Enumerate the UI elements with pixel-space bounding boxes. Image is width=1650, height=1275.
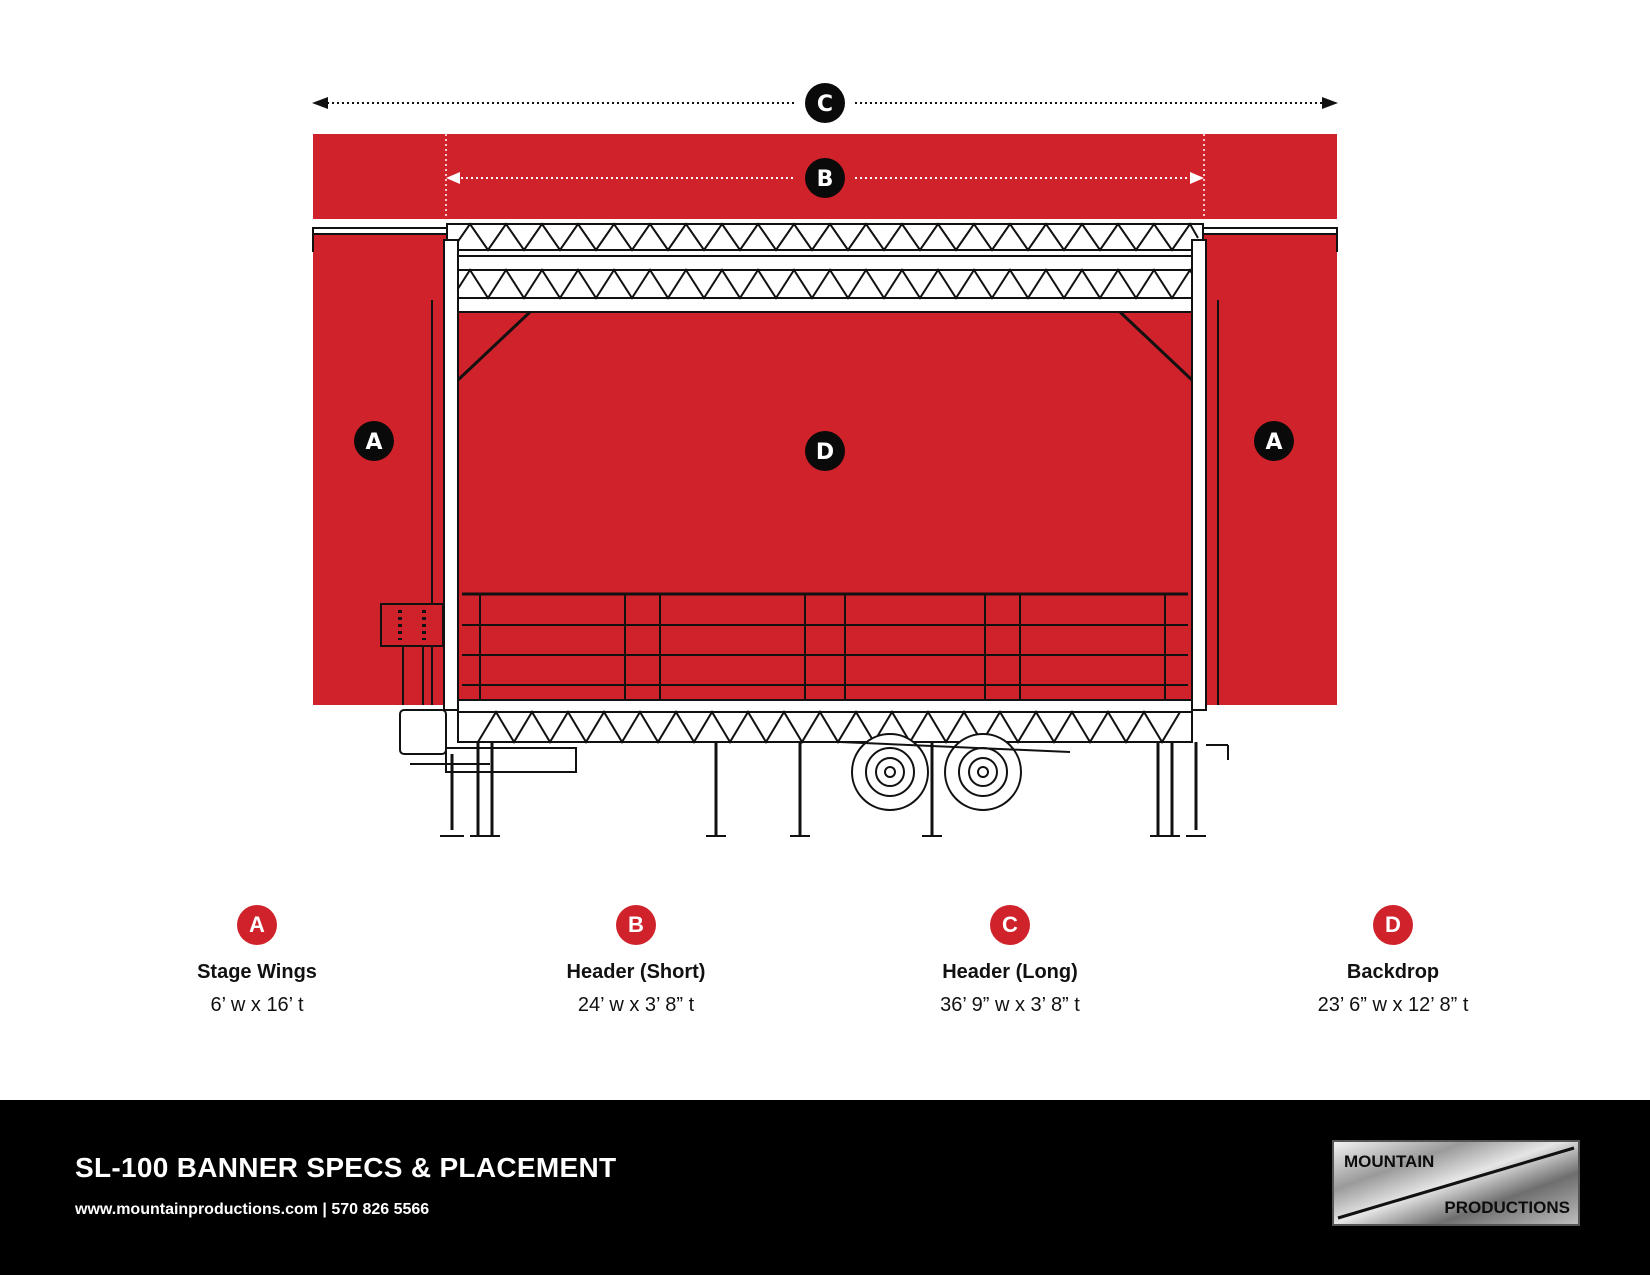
spec-badge: B bbox=[616, 905, 656, 945]
spec-header-long: C Header (Long) 36’ 9” w x 3’ 8” t bbox=[860, 905, 1160, 1017]
dimension-b bbox=[445, 134, 1205, 222]
footer-bar: SL-100 BANNER SPECS & PLACEMENT www.moun… bbox=[0, 1100, 1650, 1275]
label-a-right-text: A bbox=[1265, 430, 1282, 455]
label-c: C bbox=[805, 83, 845, 123]
spec-size: 24’ w x 3’ 8” t bbox=[577, 994, 695, 1016]
spec-badge: C bbox=[990, 905, 1030, 945]
label-a-right: A bbox=[1254, 421, 1294, 461]
stage-frame bbox=[312, 222, 1338, 837]
label-a-left-text: A bbox=[365, 430, 382, 455]
spec-size: 36’ 9” w x 3’ 8” t bbox=[940, 994, 1080, 1016]
backdrop-banner bbox=[446, 300, 1204, 705]
stage-wing-right bbox=[1204, 230, 1337, 705]
spec-name: Backdrop bbox=[1346, 961, 1440, 983]
spec-backdrop: D Backdrop 23’ 6” w x 12’ 8” t bbox=[1243, 905, 1543, 1017]
label-b: B bbox=[805, 158, 845, 198]
spec-size: 23’ 6” w x 12’ 8” t bbox=[1317, 994, 1469, 1016]
stage-diagram: C B A A D bbox=[312, 83, 1338, 837]
spec-stage-wings: A Stage Wings 6’ w x 16’ t bbox=[107, 905, 407, 1017]
document-title: SL-100 BANNER SPECS & PLACEMENT bbox=[75, 1152, 617, 1183]
label-b-text: B bbox=[817, 167, 834, 192]
label-a-left: A bbox=[354, 421, 394, 461]
spec-name: Header (Short) bbox=[566, 961, 706, 983]
spec-size: 6’ w x 16’ t bbox=[210, 994, 304, 1016]
spec-badge: A bbox=[237, 905, 277, 945]
label-d-text: D bbox=[816, 440, 834, 465]
dimension-c bbox=[312, 97, 1338, 109]
spec-header-short: B Header (Short) 24’ w x 3’ 8” t bbox=[486, 905, 786, 1017]
spec-badge: D bbox=[1373, 905, 1413, 945]
label-d: D bbox=[805, 431, 845, 471]
logo-text-top: MOUNTAIN bbox=[1344, 1152, 1435, 1171]
spec-name: Stage Wings bbox=[197, 961, 317, 983]
spec-list: A Stage Wings 6’ w x 16’ t B Header (Sho… bbox=[0, 905, 1650, 1045]
label-c-text: C bbox=[817, 92, 833, 117]
spec-name: Header (Long) bbox=[942, 961, 1078, 983]
logo-text-bottom: PRODUCTIONS bbox=[1444, 1198, 1570, 1217]
company-logo: MOUNTAIN PRODUCTIONS bbox=[1332, 1140, 1580, 1226]
contact-line: www.mountainproductions.com | 570 826 55… bbox=[75, 1201, 430, 1218]
